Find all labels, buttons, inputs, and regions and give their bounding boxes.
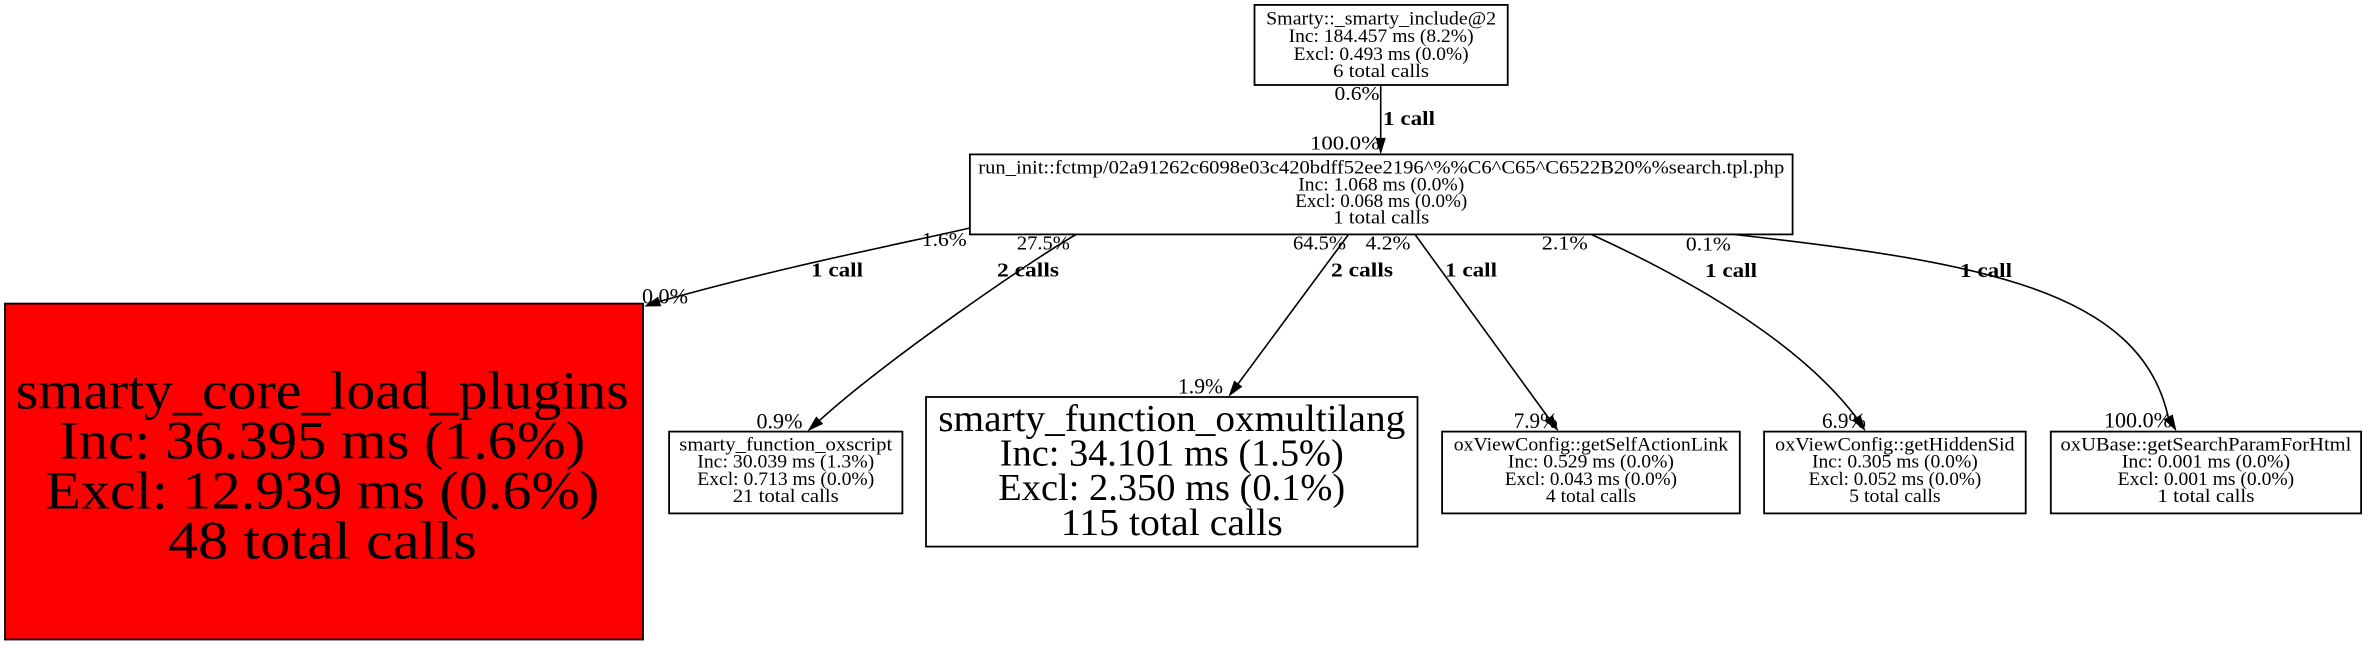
svg-text:1 call: 1 call	[811, 260, 863, 282]
svg-text:Inc: 0.001 ms (0.0%): Inc: 0.001 ms (0.0%)	[2122, 453, 2290, 473]
svg-text:oxViewConfig::getSelfActionLin: oxViewConfig::getSelfActionLink	[1454, 436, 1729, 456]
svg-text:run_init::fctmp/02a91262c6098e: run_init::fctmp/02a91262c6098e03c420bdff…	[978, 159, 1784, 179]
svg-text:6.9%: 6.9%	[1822, 408, 1866, 433]
svg-text:smarty_function_oxmultilang: smarty_function_oxmultilang	[938, 398, 1405, 440]
svg-text:27.5%: 27.5%	[1017, 234, 1070, 255]
svg-text:7.9%: 7.9%	[1514, 408, 1558, 433]
svg-text:1.9%: 1.9%	[1178, 374, 1223, 399]
svg-text:Inc: 1.068 ms (0.0%): Inc: 1.068 ms (0.0%)	[1298, 175, 1464, 195]
svg-text:115 total calls: 115 total calls	[1061, 502, 1283, 544]
svg-text:Excl: 0.052 ms (0.0%): Excl: 0.052 ms (0.0%)	[1809, 470, 1982, 490]
svg-text:100.0%: 100.0%	[2104, 408, 2172, 433]
svg-text:5 total calls: 5 total calls	[1849, 487, 1940, 507]
svg-text:oxViewConfig::getHiddenSid: oxViewConfig::getHiddenSid	[1775, 436, 2015, 456]
svg-text:1 total calls: 1 total calls	[1333, 208, 1429, 228]
svg-text:0.1%: 0.1%	[1686, 234, 1731, 255]
svg-text:Excl: 2.350 ms (0.1%): Excl: 2.350 ms (0.1%)	[998, 467, 1345, 509]
svg-text:100.0%: 100.0%	[1310, 133, 1380, 155]
svg-text:smarty_function_oxscript: smarty_function_oxscript	[679, 436, 893, 456]
svg-text:Excl: 0.001 ms (0.0%): Excl: 0.001 ms (0.0%)	[2118, 470, 2295, 490]
svg-text:1 call: 1 call	[1383, 108, 1435, 130]
svg-text:smarty_core_load_plugins: smarty_core_load_plugins	[16, 360, 629, 420]
svg-text:Inc: 0.305 ms (0.0%): Inc: 0.305 ms (0.0%)	[1812, 453, 1978, 473]
svg-text:1 call: 1 call	[1445, 260, 1497, 282]
svg-text:Inc: 30.039 ms (1.3%): Inc: 30.039 ms (1.3%)	[697, 453, 874, 473]
svg-text:48 total calls: 48 total calls	[168, 511, 477, 571]
svg-text:Smarty::_smarty_include@2: Smarty::_smarty_include@2	[1266, 9, 1496, 29]
svg-text:Inc: 0.529 ms (0.0%): Inc: 0.529 ms (0.0%)	[1508, 453, 1674, 473]
svg-text:2.1%: 2.1%	[1542, 234, 1588, 255]
svg-text:64.5%: 64.5%	[1293, 234, 1346, 255]
svg-text:Excl: 0.713 ms (0.0%): Excl: 0.713 ms (0.0%)	[697, 470, 874, 490]
svg-text:0.6%: 0.6%	[1335, 83, 1380, 105]
svg-text:oxUBase::getSearchParamForHtml: oxUBase::getSearchParamForHtml	[2061, 436, 2352, 456]
svg-text:21 total calls: 21 total calls	[733, 487, 839, 507]
svg-text:2 calls: 2 calls	[1331, 260, 1393, 282]
svg-text:Inc: 184.457 ms (8.2%): Inc: 184.457 ms (8.2%)	[1289, 27, 1474, 47]
svg-text:4.2%: 4.2%	[1366, 234, 1411, 255]
svg-text:1 call: 1 call	[1960, 260, 2012, 282]
svg-text:1.6%: 1.6%	[922, 230, 967, 251]
svg-text:Excl: 0.493 ms (0.0%): Excl: 0.493 ms (0.0%)	[1294, 45, 1469, 65]
svg-text:6 total calls: 6 total calls	[1333, 62, 1429, 82]
svg-text:0.9%: 0.9%	[757, 409, 803, 434]
svg-text:1 call: 1 call	[1705, 260, 1757, 282]
svg-text:Excl: 12.939 ms (0.6%): Excl: 12.939 ms (0.6%)	[45, 461, 599, 521]
svg-text:1 total calls: 1 total calls	[2157, 487, 2254, 507]
svg-text:4 total calls: 4 total calls	[1546, 487, 1636, 507]
svg-text:2 calls: 2 calls	[997, 260, 1059, 282]
svg-text:Excl: 0.043 ms (0.0%): Excl: 0.043 ms (0.0%)	[1505, 470, 1677, 490]
svg-text:Inc: 34.101 ms (1.5%): Inc: 34.101 ms (1.5%)	[1000, 433, 1344, 475]
svg-text:Inc: 36.395 ms (1.6%): Inc: 36.395 ms (1.6%)	[59, 410, 585, 470]
svg-text:Excl: 0.068 ms (0.0%): Excl: 0.068 ms (0.0%)	[1295, 192, 1467, 212]
svg-text:0.0%: 0.0%	[642, 283, 688, 308]
